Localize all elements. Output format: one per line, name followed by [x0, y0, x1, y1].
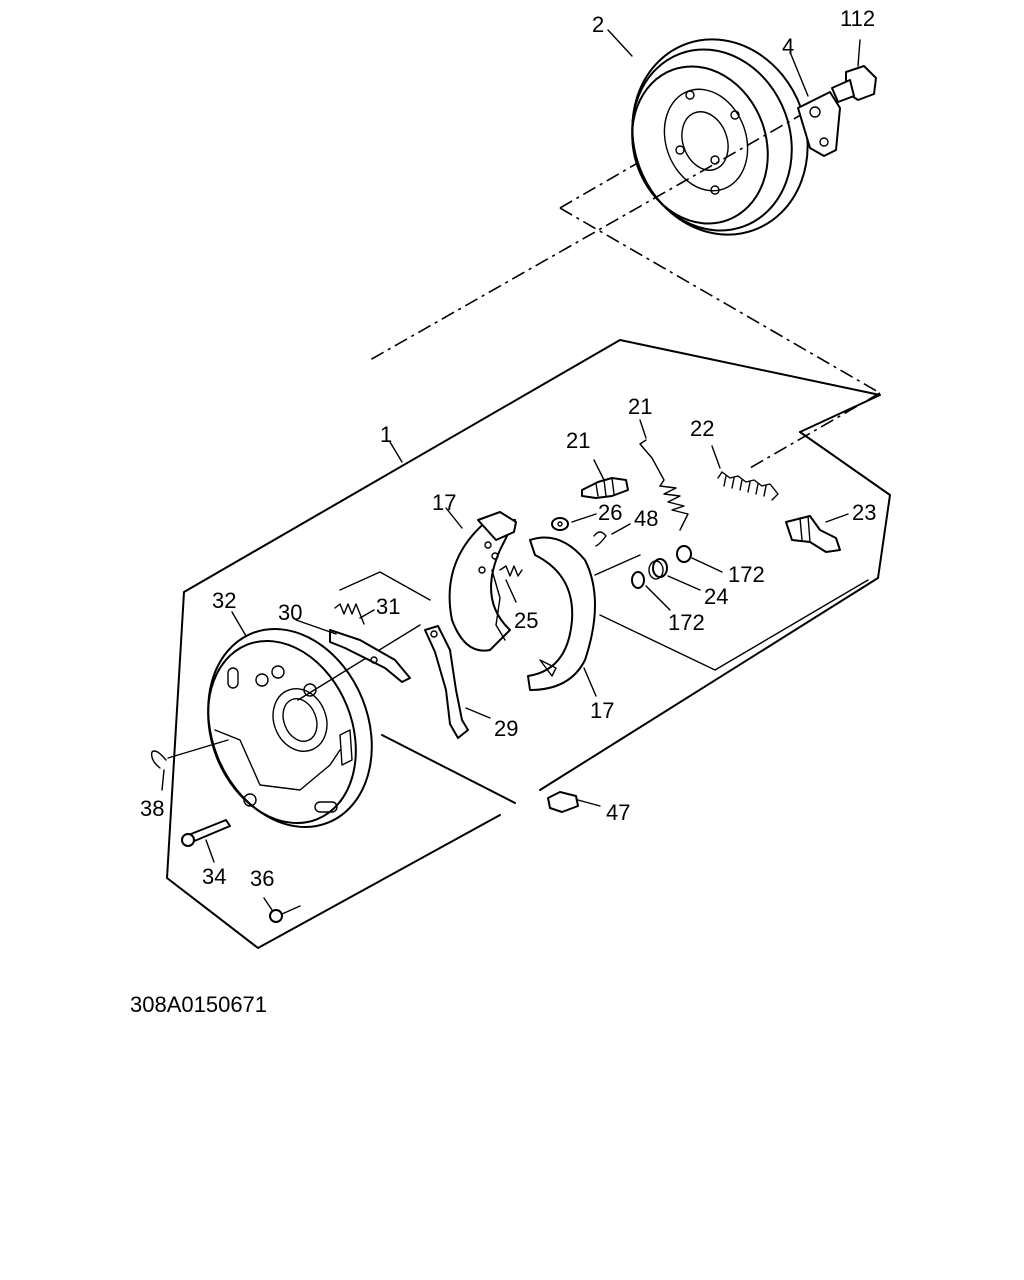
label-2: 2 — [592, 12, 604, 37]
top-bolt — [831, 39, 877, 103]
part-labels: 2 4 112 1 21 21 22 23 17 26 48 172 24 17… — [140, 6, 876, 891]
label-48: 48 — [634, 506, 658, 531]
label-29: 29 — [494, 716, 518, 741]
spring-25 — [499, 565, 523, 577]
spring-21-short — [581, 477, 629, 499]
label-112: 112 — [840, 6, 875, 31]
label-172-lower: 172 — [668, 610, 705, 635]
label-32: 32 — [212, 588, 236, 613]
label-22: 22 — [690, 416, 714, 441]
label-24: 24 — [704, 584, 728, 609]
pin-36 — [269, 905, 301, 923]
label-38: 38 — [140, 796, 164, 821]
leader-lines — [161, 29, 849, 911]
label-25: 25 — [514, 608, 538, 633]
parking-lever — [424, 625, 469, 739]
adjuster-lever — [329, 629, 411, 683]
clip-48 — [593, 531, 607, 547]
brake-shoe-lower — [527, 536, 596, 691]
label-17-upper: 17 — [432, 490, 456, 515]
drum-leader-box — [559, 149, 881, 469]
washer-26 — [551, 517, 569, 531]
label-21-long: 21 — [628, 394, 652, 419]
label-34: 34 — [202, 864, 226, 889]
washer-172-lower — [631, 571, 645, 589]
label-172-upper: 172 — [728, 562, 765, 587]
label-17-lower: 17 — [590, 698, 614, 723]
spring-31 — [334, 603, 365, 625]
label-36: 36 — [250, 866, 274, 891]
assembly-outline — [166, 339, 891, 949]
pin-34 — [181, 819, 231, 847]
spring-22 — [717, 471, 779, 501]
diagram-code: 308A0150671 — [130, 992, 267, 1017]
spring-24 — [648, 558, 668, 580]
label-4: 4 — [782, 34, 794, 59]
label-23: 23 — [852, 500, 876, 525]
bolt-47 — [547, 791, 579, 813]
label-31: 31 — [376, 594, 400, 619]
label-26: 26 — [598, 500, 622, 525]
ring-38 — [150, 750, 167, 769]
label-21-short: 21 — [566, 428, 590, 453]
wheel-cylinder — [785, 515, 841, 553]
brake-shoe-upper — [448, 511, 517, 652]
washer-172-upper — [676, 545, 692, 563]
brake-drum — [369, 38, 809, 361]
label-47: 47 — [606, 800, 630, 825]
bracket-plate — [797, 91, 841, 157]
spring-21-long — [639, 439, 689, 531]
backing-plate — [167, 624, 421, 828]
label-30: 30 — [278, 600, 302, 625]
label-1: 1 — [380, 422, 392, 447]
